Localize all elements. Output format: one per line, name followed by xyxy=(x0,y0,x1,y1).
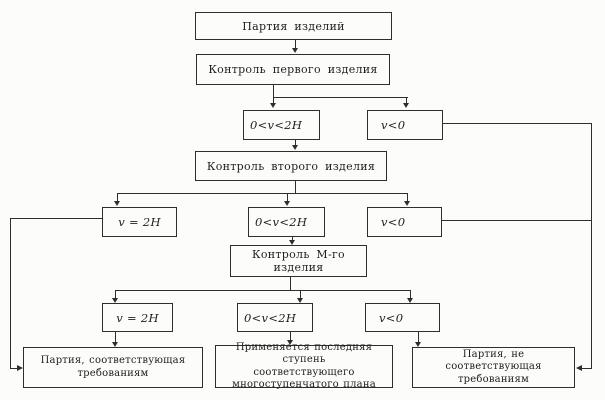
node-cond1-between: 0<v<2H xyxy=(243,110,320,140)
arrowhead-split2-left xyxy=(114,201,120,206)
connector-cond1-below-to-right-rail xyxy=(443,123,592,124)
connector-controlm-stem xyxy=(290,277,291,291)
arrowhead-split2-mid xyxy=(284,201,290,206)
connector-split2-left xyxy=(117,194,118,201)
node-cond1-below: v<0 xyxy=(367,110,443,140)
arrowhead-cond1-control2 xyxy=(292,145,298,150)
node-cond2-below: v<0 xyxy=(367,207,442,237)
arrowhead-split1-right xyxy=(403,103,409,108)
connector-split1-left xyxy=(273,98,274,103)
node-cond3-below: v<0 xyxy=(365,303,440,332)
node-control-second: Контроль второго изделия xyxy=(195,151,387,181)
connector-split1-right xyxy=(406,98,407,103)
node-batch: Партия изделий xyxy=(195,12,392,40)
node-accept: Партия, соответствующая требованиям xyxy=(23,347,203,388)
arrowhead-split3-mid xyxy=(297,298,303,303)
node-cond3-equal: v = 2H xyxy=(102,303,173,332)
node-last-stage-line3: многоступенчатого плана xyxy=(232,379,376,390)
connector-left-rail xyxy=(10,218,11,369)
connector-split2-horizontal xyxy=(117,193,408,194)
connector-cond3-laststage xyxy=(290,332,291,340)
node-cond3-between: 0<v<2H xyxy=(237,303,313,332)
connector-right-rail-to-reject xyxy=(582,368,592,369)
node-last-stage-text: Применяется последняя ступень соответств… xyxy=(220,342,388,392)
connector-split3-horizontal xyxy=(115,290,411,291)
node-accept-text: Партия, соответствующая требованиям xyxy=(41,355,186,380)
node-accept-line1: Партия, соответствующая xyxy=(40,355,186,366)
arrowhead-split3-right xyxy=(407,298,413,303)
node-reject: Партия, не соответствующая требованиям xyxy=(412,347,575,388)
connector-left-rail-to-accept xyxy=(10,368,17,369)
node-cond2-equal: v = 2H xyxy=(102,207,177,237)
arrowhead-split2-right xyxy=(404,201,410,206)
connector-split3-left xyxy=(115,291,116,298)
node-cond2-between: 0<v<2H xyxy=(248,207,325,237)
connector-batch-control1 xyxy=(295,40,296,48)
connector-split1-horizontal xyxy=(273,97,408,98)
node-reject-line1: Партия, не соответствующая xyxy=(445,348,542,373)
arrowhead-cond3-accept xyxy=(112,342,118,347)
arrowhead-split3-left xyxy=(112,298,118,303)
connector-split3-right xyxy=(410,291,411,298)
node-reject-text: Партия, не соответствующая требованиям xyxy=(417,349,570,387)
connector-cond2-controlm xyxy=(292,237,293,240)
node-reject-line2: требованиям xyxy=(457,373,530,385)
node-last-stage-line1: Применяется последняя ступень xyxy=(235,341,373,366)
node-last-stage-line2: соответствующего xyxy=(253,366,355,378)
connector-cond3-reject xyxy=(418,332,419,342)
connector-split2-mid xyxy=(287,194,288,201)
arrowhead-left-rail-accept xyxy=(17,365,23,371)
node-last-stage: Применяется последняя ступень соответств… xyxy=(215,342,393,390)
connector-split2-right xyxy=(407,194,408,201)
arrowhead-batch-control1 xyxy=(292,48,298,53)
connector-cond2-below-to-right-rail xyxy=(442,220,592,221)
node-control-m: Контроль М-го изделия xyxy=(230,245,367,277)
arrowhead-cond3-reject xyxy=(415,342,421,347)
node-accept-line2: требованиям xyxy=(77,367,149,379)
arrowhead-split1-left xyxy=(270,103,276,108)
arrowhead-cond2-controlm xyxy=(289,240,295,245)
connector-control2-stem xyxy=(295,181,296,194)
connector-cond2-equal-to-left-rail xyxy=(10,218,102,219)
arrowhead-cond3-laststage xyxy=(287,340,293,345)
connector-control1-stem xyxy=(273,85,274,98)
arrowhead-right-rail-reject xyxy=(576,365,582,371)
connector-right-rail xyxy=(591,123,592,369)
node-control-first: Контроль первого изделия xyxy=(196,54,390,85)
connector-cond1-control2 xyxy=(295,140,296,145)
connector-cond3-accept xyxy=(115,332,116,342)
connector-split3-mid xyxy=(300,291,301,298)
